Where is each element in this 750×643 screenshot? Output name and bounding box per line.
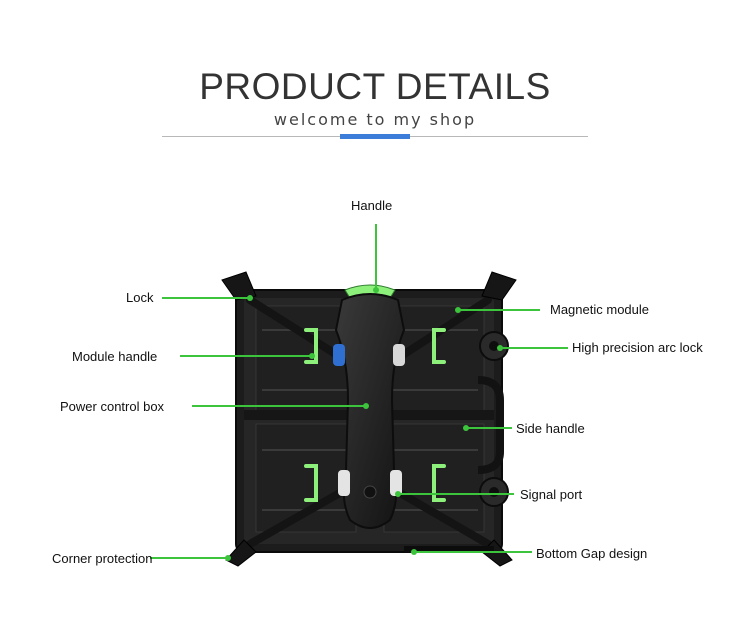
power-connector-blue bbox=[333, 344, 345, 366]
module-handle-tl bbox=[304, 328, 318, 364]
callout-lock: Lock bbox=[126, 290, 154, 305]
leader-lines bbox=[150, 224, 568, 559]
callout-side-handle: Side handle bbox=[516, 421, 585, 436]
title-accent-bar bbox=[340, 134, 410, 139]
signal-connector-left bbox=[338, 470, 350, 496]
module-handle-tr bbox=[432, 328, 446, 364]
callout-magnetic-module: Magnetic module bbox=[550, 302, 649, 317]
page-subtitle: welcome to my shop bbox=[273, 110, 477, 129]
corner-protectors bbox=[221, 271, 517, 567]
leader-endpoints bbox=[225, 287, 503, 561]
callout-bottom-gap: Bottom Gap design bbox=[536, 546, 648, 561]
power-connector-white bbox=[393, 344, 405, 366]
callout-corner-protection: Corner protection bbox=[52, 551, 153, 566]
signal-port-socket bbox=[363, 485, 377, 499]
corner-protector-tr bbox=[481, 271, 517, 301]
module-handle-bl bbox=[304, 464, 318, 502]
callout-handle: Handle bbox=[351, 198, 393, 213]
callout-module-handle: Module handle bbox=[72, 349, 158, 364]
bottom-gap bbox=[404, 546, 494, 552]
module-handles bbox=[304, 328, 446, 502]
page-title: PRODUCT DETAILS bbox=[199, 66, 551, 107]
arc-locks bbox=[479, 331, 509, 507]
corner-protector-bl bbox=[225, 539, 257, 567]
side-handle bbox=[477, 376, 504, 474]
corner-protector-tl bbox=[221, 271, 257, 301]
callout-signal-port: Signal port bbox=[520, 487, 583, 502]
callout-arc-lock: High precision arc lock bbox=[572, 340, 703, 355]
module-handle-br bbox=[432, 464, 446, 502]
callout-power-control-box: Power control box bbox=[60, 399, 165, 414]
signal-connector-right bbox=[390, 470, 402, 496]
power-control-box bbox=[333, 293, 406, 529]
